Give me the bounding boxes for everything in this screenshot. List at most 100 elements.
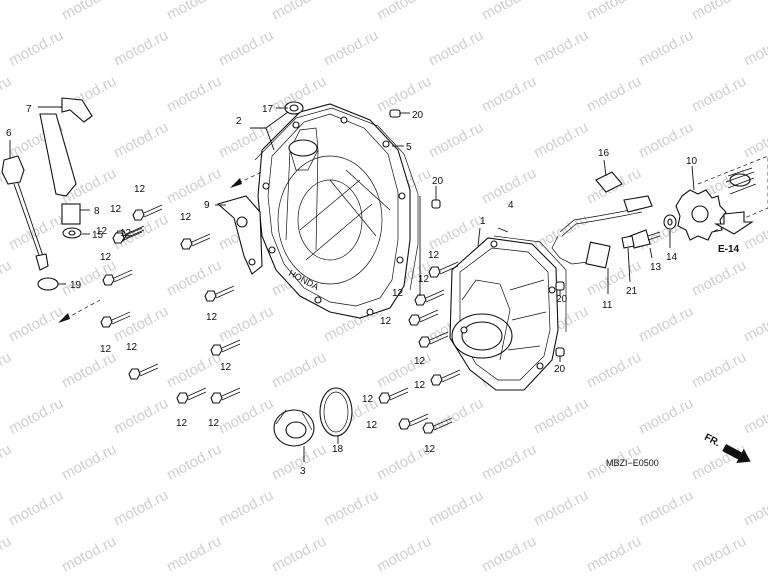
diagram-code: MBZI−E0500 xyxy=(606,458,659,468)
part-number-label: 12 xyxy=(424,444,436,455)
bolt-head xyxy=(210,392,223,404)
dowel-pins xyxy=(389,109,565,357)
watermark-text: motod.ru xyxy=(6,27,66,70)
watermark-text: motod.ru xyxy=(269,533,329,576)
watermark-text: motod.ru xyxy=(59,349,119,392)
watermark-text: motod.ru xyxy=(689,533,749,576)
part-number-label: 7 xyxy=(26,104,32,115)
bolt-shank xyxy=(429,331,449,345)
part-number-label: 5 xyxy=(406,142,412,153)
watermark-text: motod.ru xyxy=(636,303,696,346)
part-number-label: 8 xyxy=(94,206,100,217)
leader-lines xyxy=(250,107,509,296)
watermark-text: motod.ru xyxy=(531,211,591,254)
watermark-text: motod.ru xyxy=(0,349,14,392)
part-number-label: 12 xyxy=(180,212,192,223)
bolt-shank xyxy=(123,227,143,241)
part-number-label: 20 xyxy=(432,176,444,187)
watermark-text: motod.ru xyxy=(0,441,14,484)
bolt-shank xyxy=(111,311,131,325)
watermark-text: motod.ru xyxy=(164,533,224,576)
bolt-shank xyxy=(439,261,459,275)
part-number-label: 12 xyxy=(366,420,378,431)
bolt-head xyxy=(128,368,141,380)
part-number-label: 12 xyxy=(220,362,232,373)
bolt-head xyxy=(102,274,115,286)
watermark-text: motod.ru xyxy=(531,27,591,70)
watermark-text: motod.ru xyxy=(269,349,329,392)
part-number-label: 14 xyxy=(666,252,678,263)
watermark-text: motod.ru xyxy=(164,441,224,484)
reference-label: E-14 xyxy=(718,244,740,255)
watermark-text: motod.ru xyxy=(689,0,749,24)
bolt-head xyxy=(210,344,223,356)
watermark-text: motod.ru xyxy=(6,303,66,346)
bolt-head xyxy=(176,392,189,404)
bolt-shank xyxy=(389,387,409,401)
part-number-label: 12 xyxy=(100,344,112,355)
bolt-shank xyxy=(221,339,241,353)
bolt-head xyxy=(112,232,125,244)
watermark-text: motod.ru xyxy=(689,349,749,392)
part-number-label: 4 xyxy=(508,200,514,211)
watermark-text: motod.ru xyxy=(741,27,768,70)
part-number-label: 19 xyxy=(70,280,82,291)
watermark-text: motod.ru xyxy=(426,487,486,530)
watermark-text: motod.ru xyxy=(111,303,171,346)
part-number-label: 11 xyxy=(602,300,613,311)
watermark-text: motod.ru xyxy=(479,441,539,484)
bolt-shank xyxy=(409,413,429,427)
part-number-label: 10 xyxy=(686,156,698,167)
watermark-text: motod.ru xyxy=(426,119,486,162)
part-number-label: 20 xyxy=(412,110,424,121)
part-number-label: 12 xyxy=(392,288,404,299)
watermark-text: motod.ru xyxy=(0,533,14,576)
bolt-shank xyxy=(191,233,211,247)
o-ring-18 xyxy=(319,387,353,437)
part-number-label: 17 xyxy=(262,104,274,115)
watermark-text: motod.ru xyxy=(216,27,276,70)
watermark-text: motod.ru xyxy=(636,27,696,70)
watermark-text: motod.ru xyxy=(111,395,171,438)
generator-cover xyxy=(449,237,559,391)
part-number-label: 12 xyxy=(110,204,122,215)
watermark-text: motod.ru xyxy=(479,533,539,576)
watermark-text: motod.ru xyxy=(426,395,486,438)
clutch-cover: HONDA xyxy=(257,103,411,319)
watermark-text: motod.ru xyxy=(531,119,591,162)
watermark-text: motod.ru xyxy=(216,395,276,438)
watermark-text: motod.ru xyxy=(584,0,644,24)
watermark-text: motod.ru xyxy=(269,0,329,24)
bolt-head xyxy=(408,314,421,326)
part-number-label: 20 xyxy=(554,364,566,375)
bolt-head xyxy=(418,336,431,348)
watermark-text: motod.ru xyxy=(531,487,591,530)
part-number-label: 20 xyxy=(556,294,568,305)
bolt-head xyxy=(414,294,427,306)
watermark-text: motod.ru xyxy=(0,73,14,116)
watermark-text: motod.ru xyxy=(164,0,224,24)
part-number-label: 12 xyxy=(380,316,392,327)
watermark-text: motod.ru xyxy=(479,0,539,24)
bolt-shank xyxy=(143,204,163,218)
part-number-label: 13 xyxy=(650,262,662,273)
part-number-label: 12 xyxy=(120,228,132,239)
watermark-text: motod.ru xyxy=(584,533,644,576)
watermark-text: motod.ru xyxy=(741,211,768,254)
watermark-text: motod.ru xyxy=(59,0,119,24)
gasket xyxy=(254,107,419,291)
bolt-shank xyxy=(441,369,461,383)
part-number-label: 12 xyxy=(418,274,430,285)
part-number-label: 12 xyxy=(100,252,112,263)
part-number-label: 21 xyxy=(626,286,638,297)
o-ring xyxy=(37,277,59,291)
watermark-text: motod.ru xyxy=(374,533,434,576)
watermark-text: motod.ru xyxy=(59,533,119,576)
watermark-text: motod.ru xyxy=(374,0,434,24)
watermark-text: motod.ru xyxy=(426,27,486,70)
watermark-text: motod.ru xyxy=(164,165,224,208)
part-number-label: 12 xyxy=(428,250,440,261)
sensor-wiring xyxy=(551,171,653,269)
